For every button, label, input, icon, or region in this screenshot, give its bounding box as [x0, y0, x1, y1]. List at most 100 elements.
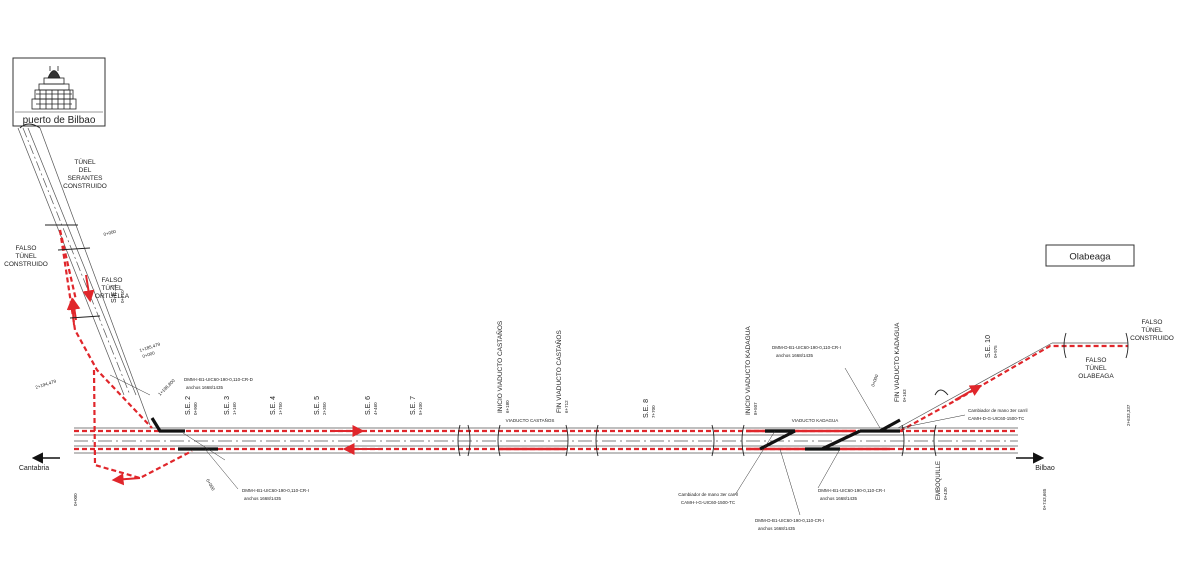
svg-text:anchos 1668/1435: anchos 1668/1435 [244, 496, 282, 501]
svg-text:CAMH-D-G-UIC60-1500-TC: CAMH-D-G-UIC60-1500-TC [968, 416, 1025, 421]
svg-text:6+180: 6+180 [505, 400, 510, 413]
svg-text:5+100: 5+100 [418, 402, 423, 415]
tunnel-falso-ortuella: FALSO TÚNEL ORTUELLA [95, 277, 130, 300]
direction-left-label: Cantabria [19, 465, 49, 472]
svg-text:OLABEAGA: OLABEAGA [1078, 373, 1114, 380]
svg-text:FIN VIADUCTO CASTAÑOS: FIN VIADUCTO CASTAÑOS [554, 330, 563, 413]
svg-text:anchos 1668/1435: anchos 1668/1435 [820, 496, 858, 501]
svg-text:0+000: 0+000 [103, 229, 117, 237]
svg-text:0+000: 0+000 [205, 478, 216, 492]
svg-text:7+700: 7+700 [651, 405, 656, 418]
svg-text:INICIO VIADUCTO KADAGUA: INICIO VIADUCTO KADAGUA [745, 326, 752, 415]
svg-text:TÚNEL: TÚNEL [15, 251, 37, 260]
switches [150, 417, 901, 451]
viaduct-fin-castanos: FIN VIADUCTO CASTAÑOS 6+712 [554, 330, 569, 413]
svg-text:S.E. 2: S.E. 2 [185, 396, 192, 415]
svg-text:2+194,479: 2+194,479 [35, 378, 57, 390]
svg-text:anchos 1668/1435: anchos 1668/1435 [186, 385, 224, 390]
svg-text:INICIO VIADUCTO CASTAÑOS: INICIO VIADUCTO CASTAÑOS [495, 320, 504, 413]
svg-text:S.E. 6: S.E. 6 [365, 396, 372, 415]
se-label-4: S.E. 4 1+750 [270, 396, 283, 415]
switch-kadagua-mid [805, 429, 861, 451]
svg-text:1+160: 1+160 [232, 402, 237, 415]
arrow-branch-down [82, 274, 95, 303]
viaduct-inicio-kadagua: INICIO VIADUCTO KADAGUA 8+507 [745, 326, 758, 415]
svg-text:DMM-D-B1-UIC60-190-0,110-CR-I: DMM-D-B1-UIC60-190-0,110-CR-I [755, 518, 824, 523]
direction-right-label: Bilbao [1035, 465, 1055, 472]
svg-text:0+975: 0+975 [993, 345, 998, 358]
tunnel-falso-olabeaga: FALSO TÚNEL OLABEAGA [1078, 357, 1114, 380]
svg-text:TÚNEL: TÚNEL [74, 157, 96, 166]
switch-note-top-mid: DMM-D-B1-UIC60-190-0,110-CR-I anchos 166… [772, 345, 841, 358]
svg-text:S.E. 1: S.E. 1 [111, 284, 118, 303]
branch-up-track [92, 369, 193, 480]
leader-lines [109, 367, 966, 516]
svg-text:FALSO: FALSO [1086, 357, 1107, 364]
svg-text:FALSO: FALSO [16, 245, 37, 252]
svg-text:DEL: DEL [79, 167, 92, 174]
switch-note-cambiador-right: Cambiador de mano 3er carril CAMH-D-G-UI… [968, 408, 1028, 421]
svg-text:SERANTES: SERANTES [67, 175, 103, 182]
svg-text:1+196,800: 1+196,800 [157, 378, 176, 397]
svg-text:0+900: 0+900 [193, 402, 198, 415]
svg-text:TÚNEL: TÚNEL [101, 283, 123, 292]
tunnel-falso-right-top: FALSO TÚNEL CONSTRUIDO [1130, 319, 1174, 342]
svg-text:4+460: 4+460 [373, 402, 378, 415]
viaduct-inicio-castanos: INICIO VIADUCTO CASTAÑOS 6+180 [495, 320, 510, 413]
viaduct-castanos-label: VIADUCTO CASTAÑOS [506, 417, 555, 423]
svg-text:CONSTRUIDO: CONSTRUIDO [4, 261, 48, 268]
port-logo: puerto de Bilbao [12, 57, 106, 127]
rails [17, 127, 1128, 454]
building-icon [31, 66, 77, 110]
svg-text:0+163: 0+163 [902, 389, 907, 402]
svg-text:S.E. 10: S.E. 10 [985, 335, 992, 358]
svg-text:DMM-I-B1-UIC60-190-0,110-CR-D: DMM-I-B1-UIC60-190-0,110-CR-D [184, 377, 254, 382]
switch-note-bottom-left: DMM-I-B1-UIC60-190-0,110-CR-I anchos 166… [242, 488, 309, 501]
switch-note-top-left: DMM-I-B1-UIC60-190-0,110-CR-D anchos 166… [184, 377, 254, 390]
se-label-10: S.E. 10 0+975 [985, 335, 998, 358]
switch-kadagua-right [860, 418, 901, 433]
svg-text:DMM-I-B1-UIC60-190-0,110-CR-I: DMM-I-B1-UIC60-190-0,110-CR-I [818, 488, 885, 493]
switch-top-left [150, 417, 185, 433]
switch-note-bottom-low: DMM-D-B1-UIC60-190-0,110-CR-I anchos 166… [755, 518, 824, 531]
station-box: Olabeaga [1045, 244, 1135, 267]
logo-text: puerto de Bilbao [23, 115, 96, 126]
svg-text:TÚNEL: TÚNEL [1141, 325, 1163, 334]
svg-text:FALSO: FALSO [1142, 319, 1163, 326]
se-label-2: S.E. 2 0+900 [185, 396, 198, 415]
branch-left-track [58, 229, 78, 301]
svg-text:S.E. 7: S.E. 7 [410, 396, 417, 415]
svg-text:FIN VIADUCTO KADAGUA: FIN VIADUCTO KADAGUA [894, 322, 901, 402]
se-label-7: S.E. 7 5+100 [410, 396, 423, 415]
svg-text:8+507: 8+507 [753, 402, 758, 415]
svg-text:2+350: 2+350 [322, 402, 327, 415]
svg-text:S.E. 8: S.E. 8 [643, 399, 650, 418]
ramp-track [899, 344, 1128, 432]
svg-text:0+000: 0+000 [870, 373, 879, 387]
svg-text:CONSTRUIDO: CONSTRUIDO [63, 183, 107, 190]
se-label-8: S.E. 8 7+700 [643, 399, 656, 418]
svg-text:S.E. 3: S.E. 3 [224, 396, 231, 415]
svg-text:CONSTRUIDO: CONSTRUIDO [1130, 335, 1174, 342]
direction-arrows [66, 274, 983, 486]
svg-text:TÚNEL: TÚNEL [1085, 363, 1107, 372]
svg-text:6+712: 6+712 [564, 400, 569, 413]
svg-text:anchos 1668/1435: anchos 1668/1435 [758, 526, 796, 531]
svg-text:1+185,479: 1+185,479 [139, 341, 161, 353]
viaduct-fin-kadagua: FIN VIADUCTO KADAGUA 0+163 [894, 322, 907, 402]
svg-text:0+430: 0+430 [943, 487, 948, 500]
svg-text:0+000: 0+000 [142, 350, 156, 359]
svg-text:0+710: 0+710 [120, 290, 125, 303]
svg-text:1+750: 1+750 [278, 402, 283, 415]
se-label-6: S.E. 6 4+460 [365, 396, 378, 415]
svg-text:FALSO: FALSO [102, 277, 123, 284]
svg-text:EMBOQUILLE: EMBOQUILLE [936, 461, 942, 500]
svg-text:ORTUELLA: ORTUELLA [95, 293, 130, 300]
se-label-5: S.E. 5 2+350 [314, 396, 327, 415]
viaduct-red-segments [498, 429, 890, 451]
svg-text:anchos 1668/1435: anchos 1668/1435 [776, 353, 814, 358]
svg-text:S.E. 5: S.E. 5 [314, 396, 321, 415]
svg-text:0+743,665: 0+743,665 [1042, 488, 1047, 510]
viaduct-kadagua-label: VIADUCTO KADAGUA [792, 418, 838, 423]
